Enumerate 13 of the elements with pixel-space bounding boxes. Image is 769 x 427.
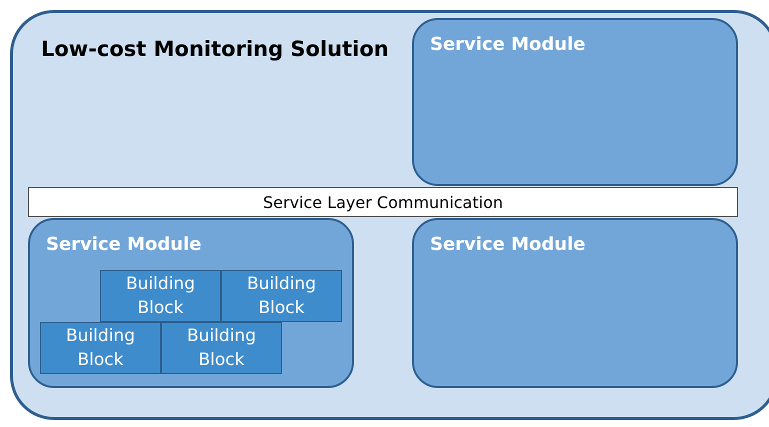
module-card <box>412 18 738 186</box>
panel-title: Low-cost Monitoring Solution <box>41 37 389 61</box>
building-block: Building Block <box>40 322 161 374</box>
module-card <box>412 218 738 388</box>
module-title: Service Module <box>46 234 202 255</box>
building-block: Building Block <box>161 322 282 374</box>
module-card <box>28 218 354 388</box>
communication-bar: Service Layer Communication <box>28 187 738 217</box>
solution-panel <box>10 10 769 420</box>
building-block: Building Block <box>221 270 342 322</box>
building-block: Building Block <box>100 270 221 322</box>
module-title: Service Module <box>430 34 586 55</box>
module-title: Service Module <box>430 234 586 255</box>
